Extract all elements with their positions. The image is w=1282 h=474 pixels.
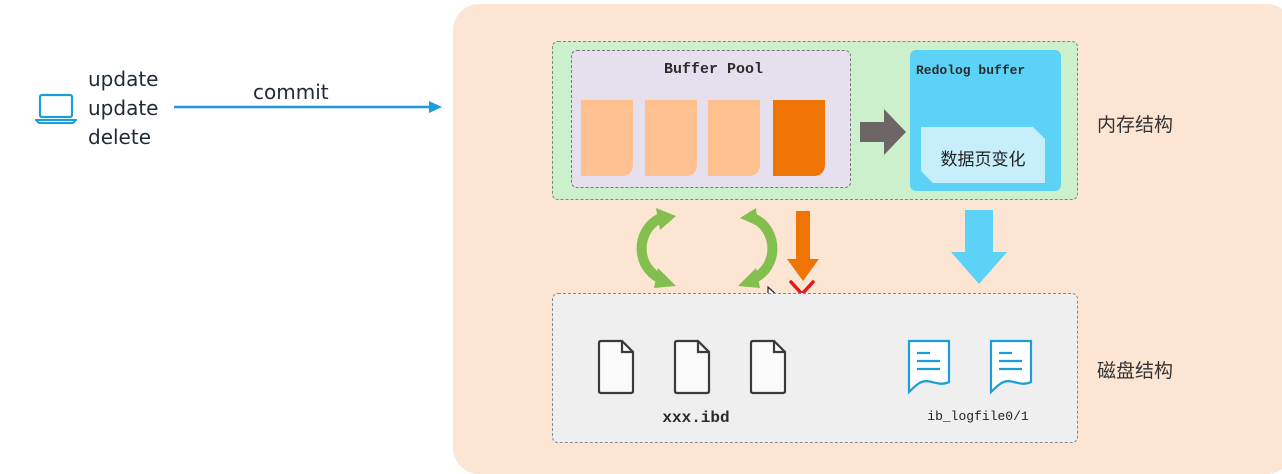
logfile-label: ib_logfile0/1 (927, 409, 1029, 424)
buffer-pool-title: Buffer Pool (663, 61, 764, 78)
sql-line-update-2: update (88, 96, 159, 120)
document-icon (673, 339, 711, 395)
record-change-arrow (860, 109, 906, 155)
disk-structure-label: 磁盘结构 (1097, 360, 1174, 382)
log-document-icon (907, 339, 951, 395)
sync-arrow-right (738, 208, 778, 288)
redolog-buffer-title: Redolog buffer (916, 63, 1026, 78)
document-icon (597, 339, 635, 395)
commit-label: commit (253, 80, 329, 104)
sql-line-update-1: update (88, 67, 159, 91)
buffer-page-3 (708, 100, 760, 176)
laptop-icon (35, 93, 77, 124)
ibd-file-label: xxx.ibd (662, 409, 730, 427)
sql-line-delete: delete (88, 125, 152, 149)
sql-statements: update update delete (88, 65, 158, 152)
data-page-change-label: 数据页变化 (940, 150, 1026, 170)
commit-arrow (174, 101, 442, 113)
flush-arrow-down (787, 211, 819, 281)
redo-flush-arrow-down (951, 210, 1007, 284)
document-icon (749, 339, 787, 395)
buffer-page-1 (581, 100, 633, 176)
memory-structure-label: 内存结构 (1097, 114, 1174, 136)
redo-record-shape (921, 127, 1045, 183)
buffer-page-2 (645, 100, 697, 176)
log-document-icon (989, 339, 1033, 395)
buffer-page-dirty (773, 100, 825, 176)
sync-arrow-left (636, 208, 676, 288)
